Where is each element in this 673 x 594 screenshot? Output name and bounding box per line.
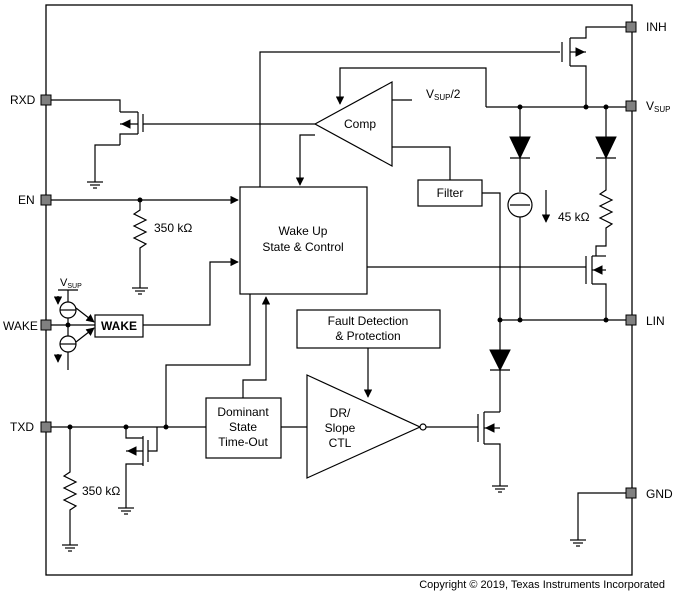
diode [595, 107, 617, 160]
pin-wake: WAKE [3, 319, 52, 333]
inh-transistor [561, 26, 626, 106]
filter-block: Filter [417, 179, 483, 207]
lin-switch-transistor [585, 255, 607, 320]
diode [489, 320, 511, 412]
pin-vsup: VSUP [625, 99, 670, 114]
txd-resistor-label: 350 kΩ [82, 484, 120, 498]
wake-up-label-1: Wake Up [279, 224, 328, 238]
fault-label-2: & Protection [335, 329, 400, 343]
lin-current-source [507, 192, 533, 320]
driver-label-1: DR/ [330, 406, 351, 420]
wake-vsup-label: VSUP [60, 277, 82, 290]
pin-en: EN [18, 193, 52, 207]
dominant-label-1: Dominant [217, 405, 269, 419]
ground-symbol [62, 544, 78, 552]
pin-inh-label: INH [646, 20, 667, 34]
pin-rxd: RXD [10, 93, 52, 107]
driver-label-3: CTL [329, 436, 352, 450]
wake-block-label: WAKE [101, 319, 137, 333]
fault-label-1: Fault Detection [328, 314, 409, 328]
txd-transistor [125, 427, 158, 508]
txd-pulldown-resistor: 350 kΩ [62, 427, 120, 545]
dominant-timeout-block: Dominant State Time-Out [205, 397, 282, 459]
vsup-half-label: VSUP/2 [426, 87, 461, 102]
pin-gnd: GND [625, 487, 673, 501]
ground-symbol [492, 485, 508, 493]
ground-symbol [570, 539, 586, 547]
wake-current-source-lower [59, 335, 77, 353]
comparator: Comp [313, 80, 393, 168]
pin-inh: INH [625, 20, 667, 34]
wake-current-source-upper [59, 301, 77, 319]
pin-vsup-label: VSUP [646, 99, 670, 114]
ground-symbol [87, 181, 103, 189]
pin-lin-label: LIN [646, 314, 665, 328]
dominant-label-3: Time-Out [218, 435, 268, 449]
dominant-label-2: State [229, 420, 257, 434]
driver-slope-control: DR/ Slope CTL [306, 374, 427, 479]
copyright-notice: Copyright © 2019, Texas Instruments Inco… [419, 579, 665, 591]
pin-txd: TXD [10, 420, 52, 434]
filter-label: Filter [437, 186, 464, 200]
diode [509, 107, 531, 192]
device-outline [45, 4, 633, 576]
pin-txd-label: TXD [10, 420, 34, 434]
rxd-transistor [119, 111, 144, 145]
lin-driver-transistor [477, 411, 501, 486]
comparator-label: Comp [344, 117, 376, 131]
ground-symbol [132, 287, 148, 295]
en-pulldown-resistor: 350 kΩ [132, 200, 192, 288]
lin-pullup-resistor: 45 kΩ [558, 158, 614, 256]
pin-en-label: EN [18, 193, 35, 207]
wake-up-label-2: State & Control [262, 240, 343, 254]
wake-block: WAKE [94, 314, 144, 338]
fault-detection-block: Fault Detection & Protection [296, 309, 441, 349]
en-resistor-label: 350 kΩ [154, 221, 192, 235]
driver-label-2: Slope [325, 421, 356, 435]
pin-gnd-label: GND [646, 487, 673, 501]
svg-text:VSUP: VSUP [60, 277, 82, 290]
ground-symbol [118, 507, 134, 515]
lin-resistor-label: 45 kΩ [558, 210, 590, 224]
wake-up-control-block: Wake Up State & Control [239, 186, 368, 295]
pin-rxd-label: RXD [10, 93, 36, 107]
pin-wake-label: WAKE [3, 319, 38, 333]
